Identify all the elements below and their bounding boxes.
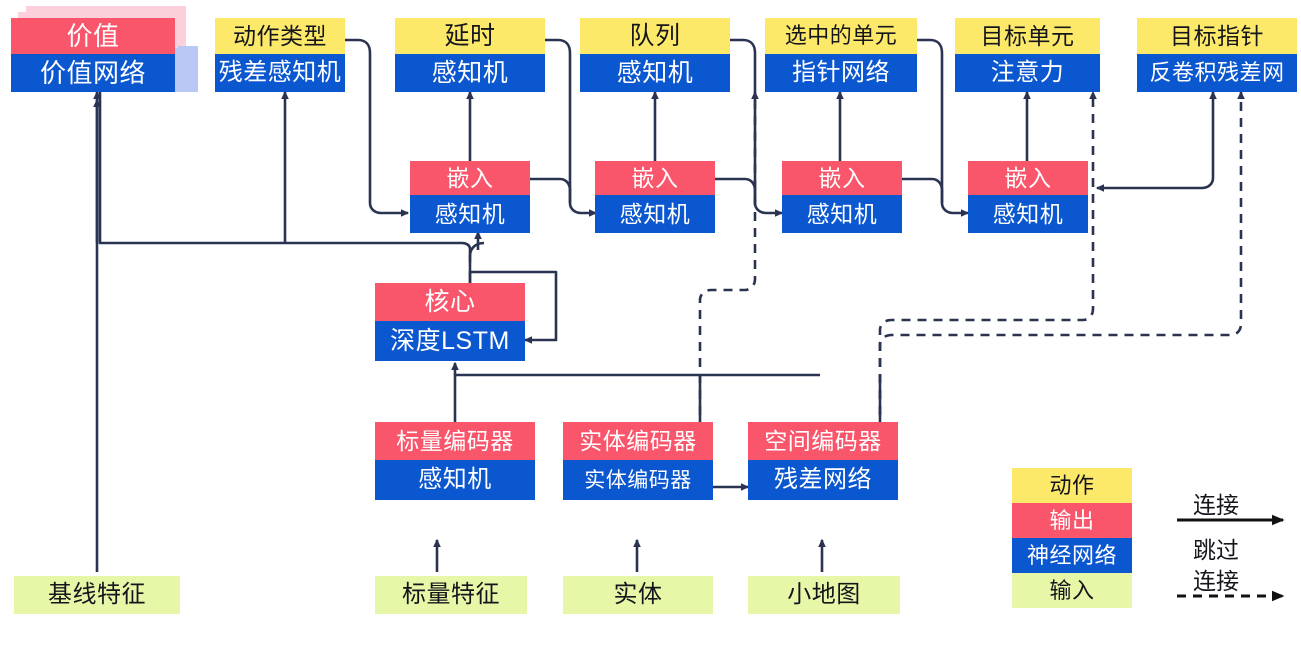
node-value[interactable]: 价值 价值网络 [11,18,175,92]
node-spatial-encoder-top: 空间编码器 [748,422,898,460]
legend-swatch-action: 动作 [1012,468,1132,503]
node-target-unit-bottom: 注意力 [955,54,1100,92]
legend-swatch-neural-network: 神经网络 [1012,538,1132,573]
input-baseline-features[interactable]: 基线特征 [14,576,180,614]
node-delay[interactable]: 延时 感知机 [395,18,545,92]
node-embed-1-bottom: 感知机 [410,195,530,233]
legend: 动作 输出 神经网络 输入 [1012,468,1132,608]
node-selected-units[interactable]: 选中的单元 指针网络 [765,18,917,92]
skip-entity-to-selectedunits [698,90,759,463]
node-action-type[interactable]: 动作类型 残差感知机 [215,18,345,92]
node-scalar-encoder-bottom: 感知机 [375,460,535,500]
wire-embed1-to-embed2-link [530,177,572,203]
node-spatial-encoder[interactable]: 空间编码器 残差网络 [748,422,898,500]
node-value-top: 价值 [11,18,175,54]
legend-swatch-input: 输入 [1012,573,1132,608]
node-spatial-encoder-bottom: 残差网络 [748,460,898,500]
node-embed-2[interactable]: 嵌入 感知机 [595,161,715,233]
node-core-top: 核心 [375,283,525,321]
skip-spatial-to-targetunit [878,90,1097,463]
node-queued-top: 队列 [580,18,730,54]
legend-label-skip-line1: 跳过 [1193,537,1239,563]
node-action-type-bottom: 残差感知机 [215,54,345,92]
node-target-pointer[interactable]: 目标指针 反卷积残差网 [1137,18,1297,92]
node-scalar-encoder-top: 标量编码器 [375,422,535,460]
node-embed-4-bottom: 感知机 [968,195,1088,233]
node-embed-3-top: 嵌入 [782,161,902,195]
node-entity-encoder[interactable]: 实体编码器 实体编码器 [563,422,713,500]
node-target-pointer-top: 目标指针 [1137,18,1297,54]
node-target-pointer-bottom: 反卷积残差网 [1137,54,1297,92]
node-embed-4[interactable]: 嵌入 感知机 [968,161,1088,233]
node-target-unit[interactable]: 目标单元 注意力 [955,18,1100,92]
node-embed-3-bottom: 感知机 [782,195,902,233]
node-embed-2-top: 嵌入 [595,161,715,195]
node-core[interactable]: 核心 深度LSTM [375,283,525,361]
node-embed-1[interactable]: 嵌入 感知机 [410,161,530,233]
node-embed-2-bottom: 感知机 [595,195,715,233]
node-queued-bottom: 感知机 [580,54,730,92]
node-embed-1-top: 嵌入 [410,161,530,195]
node-delay-bottom: 感知机 [395,54,545,92]
node-entity-encoder-top: 实体编码器 [563,422,713,460]
node-embed-3[interactable]: 嵌入 感知机 [782,161,902,233]
wire-embed2-to-embed3-link [715,177,757,203]
input-minimap[interactable]: 小地图 [748,576,900,614]
input-scalar-features[interactable]: 标量特征 [375,576,527,614]
node-value-bottom: 价值网络 [11,54,175,92]
node-target-unit-top: 目标单元 [955,18,1100,54]
legend-swatch-output: 输出 [1012,503,1132,538]
skip-spatial-to-targetpointer [878,90,1245,463]
node-selected-units-top: 选中的单元 [765,18,917,54]
node-queued[interactable]: 队列 感知机 [580,18,730,92]
wire-embed3-to-embed4-link [902,177,944,203]
input-entities[interactable]: 实体 [563,576,713,614]
legend-label-skip-line2: 连接 [1193,568,1239,594]
node-entity-encoder-bottom: 实体编码器 [563,460,713,500]
legend-label-connection: 连接 [1193,492,1239,518]
wire-core-out-corner [468,241,485,257]
legend-arrows [1177,514,1285,602]
node-scalar-encoder[interactable]: 标量编码器 感知机 [375,422,535,500]
node-delay-top: 延时 [395,18,545,54]
wire-branch-into-embed4 [1095,165,1215,192]
node-selected-units-bottom: 指针网络 [765,54,917,92]
node-embed-4-top: 嵌入 [968,161,1088,195]
node-core-bottom: 深度LSTM [375,321,525,361]
node-action-type-top: 动作类型 [215,18,345,54]
